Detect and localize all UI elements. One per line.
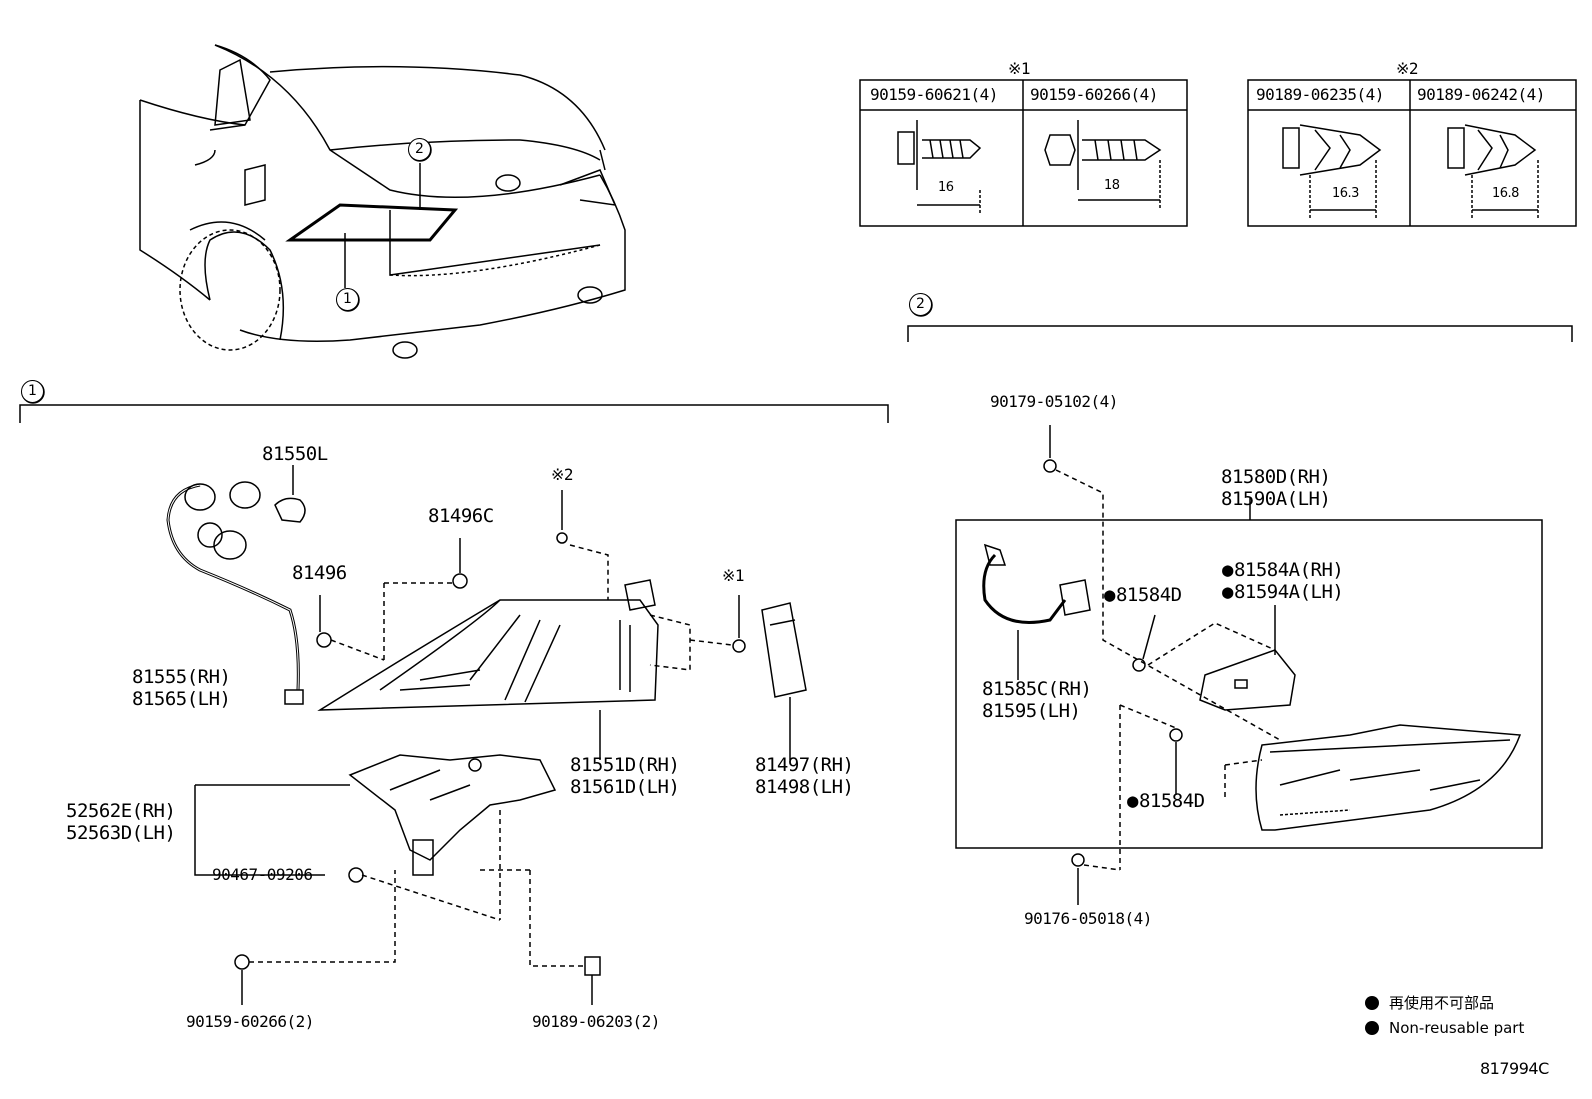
- socket-81496: [316, 595, 385, 661]
- lamp-cover-2: [1147, 605, 1296, 711]
- nut-top: [1043, 425, 1281, 741]
- table-1-col2-part: 90159-60266(4): [1030, 85, 1158, 104]
- label-81498-lh: 81498(LH): [755, 776, 854, 798]
- table-1-col1-part: 90159-60621(4): [870, 85, 998, 104]
- wire-harness: [982, 543, 1091, 680]
- label-81565-lh: 81565(LH): [132, 688, 231, 710]
- table-1-col1-dim: 16: [938, 180, 954, 195]
- label-90467-09206: 90467-09206: [212, 865, 313, 884]
- section-2-box: [955, 498, 1543, 849]
- section-2-bracket: [907, 293, 1573, 342]
- bracket-clip: [480, 869, 601, 1005]
- table-1-frame: [859, 79, 1188, 227]
- table-2-frame: [1247, 79, 1577, 227]
- label-81594a-lh: 81594A(LH): [1222, 581, 1344, 603]
- label-81496c: 81496C: [428, 505, 494, 527]
- label-81584d-lower-text: 81584D: [1138, 790, 1205, 812]
- label-81561d-lh: 81561D(LH): [570, 776, 680, 798]
- lamp-cover: [761, 602, 807, 760]
- table-1-col2-dim: 18: [1104, 178, 1120, 193]
- lamp-bracket: [194, 754, 557, 876]
- bracket-bolt: [348, 810, 501, 921]
- table-1-bolt-b: [1044, 120, 1162, 210]
- label-81580d-rh: 81580D(RH): [1221, 466, 1331, 488]
- label-81550l: 81550L: [262, 443, 328, 465]
- legend-en-text: Non-reusable part: [1389, 1019, 1525, 1037]
- table-1-bolt-a: [897, 120, 982, 215]
- legend-jp-text: 再使用不可部品: [1389, 994, 1495, 1012]
- label-90176-05018: 90176-05018(4): [1024, 909, 1152, 928]
- legend-jp: 再使用不可部品: [1365, 993, 1494, 1013]
- label-81584a-rh-text: 81584A(RH): [1233, 559, 1344, 581]
- label-81496: 81496: [292, 562, 347, 584]
- label-81584d-lower: 81584D: [1127, 790, 1205, 812]
- label-52562e-rh: 52562E(RH): [66, 800, 176, 822]
- table-1-mark: ※1: [1008, 59, 1031, 78]
- label-81555-rh: 81555(RH): [132, 666, 231, 688]
- bulb-socket-harness: [166, 481, 304, 705]
- bulb: [274, 465, 306, 523]
- lamp-screw-callout: [649, 595, 746, 671]
- table-2-clip-a: [1282, 124, 1382, 218]
- vehicle-callout-1: 1: [336, 288, 359, 311]
- diagram-id: 817994C: [1480, 1059, 1549, 1078]
- rear-lamp-inner: [1224, 724, 1522, 831]
- vehicle-callout-2: 2: [408, 138, 431, 161]
- table-2-mark: ※2: [1396, 59, 1419, 78]
- gasket-a: [1132, 614, 1156, 672]
- vehicle-rear-view: [139, 44, 626, 359]
- table-2-col2-dim: 16.8: [1492, 186, 1519, 201]
- label-mark-2: ※2: [551, 465, 574, 484]
- legend-en: Non-reusable part: [1365, 1018, 1524, 1038]
- gasket-b: [1119, 704, 1183, 870]
- legend-bullet-icon: [1365, 1021, 1379, 1035]
- label-81497-rh: 81497(RH): [755, 754, 854, 776]
- label-81594a-lh-text: 81594A(LH): [1233, 581, 1344, 603]
- label-52563d-lh: 52563D(LH): [66, 822, 176, 844]
- label-81551d-rh: 81551D(RH): [570, 754, 680, 776]
- section-1-bracket: [19, 380, 889, 423]
- label-81590a-lh: 81590A(LH): [1221, 488, 1331, 510]
- label-81584d-upper-text: 81584D: [1115, 584, 1182, 606]
- section-1-marker: 1: [21, 380, 44, 403]
- table-2-col1-part: 90189-06235(4): [1256, 85, 1384, 104]
- label-81584a-rh: 81584A(RH): [1222, 559, 1344, 581]
- label-81595-lh: 81595(LH): [982, 700, 1081, 722]
- lamp-clip-callout: [556, 490, 609, 600]
- nut-bottom: [1071, 853, 1121, 905]
- table-2-col2-part: 90189-06242(4): [1417, 85, 1545, 104]
- bracket-screw: [234, 870, 396, 1005]
- label-81584d-upper: 81584D: [1104, 584, 1182, 606]
- rear-combination-lamp: [317, 579, 659, 760]
- section-2-marker: 2: [909, 293, 932, 316]
- label-90189-06203: 90189-06203(2): [532, 1012, 660, 1031]
- label-81585c-rh: 81585C(RH): [982, 678, 1092, 700]
- table-2-col1-dim: 16.3: [1332, 186, 1359, 201]
- label-90159-60266: 90159-60266(2): [186, 1012, 314, 1031]
- table-2-clip-b: [1447, 124, 1539, 218]
- legend-bullet-icon: [1365, 996, 1379, 1010]
- socket-81496c: [383, 538, 468, 660]
- label-mark-1: ※1: [722, 566, 745, 585]
- label-90179-05102: 90179-05102(4): [990, 392, 1118, 411]
